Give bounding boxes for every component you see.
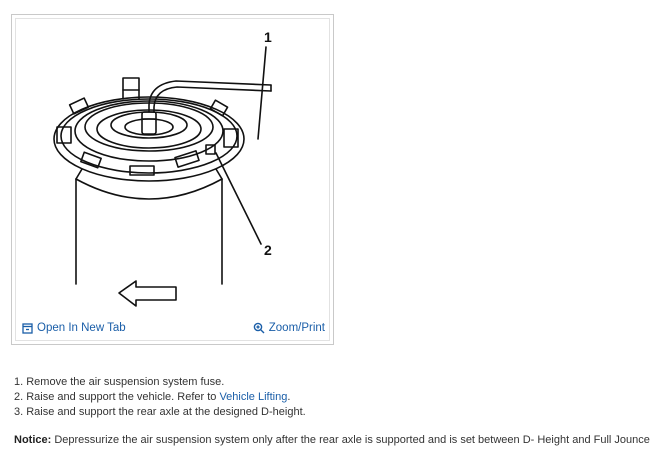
callout-1: 1 bbox=[264, 29, 272, 45]
zoom-print-button[interactable]: Zoom/Print bbox=[253, 322, 325, 334]
zoom-print-label: Zoom/Print bbox=[268, 322, 325, 334]
figure-inner: 1 2 Open In New Tab Zoom/Print bbox=[15, 18, 330, 341]
step-item: 3. Raise and support the rear axle at th… bbox=[14, 405, 306, 420]
step-text: 3. Raise and support the rear axle at th… bbox=[14, 406, 306, 418]
air-spring-diagram: 1 2 bbox=[53, 29, 272, 307]
open-in-new-tab-label: Open In New Tab bbox=[37, 322, 126, 334]
step-text: 2. Raise and support the vehicle. Refer … bbox=[14, 391, 220, 403]
figure-frame: 1 2 Open In New Tab Zoom/Print bbox=[11, 14, 334, 345]
notice-label: Notice: bbox=[14, 434, 52, 446]
step-item: 1. Remove the air suspension system fuse… bbox=[14, 375, 306, 390]
magnifier-icon bbox=[253, 322, 265, 334]
open-in-new-tab-button[interactable]: Open In New Tab bbox=[22, 322, 126, 334]
open-in-new-tab-icon bbox=[22, 322, 33, 334]
callout-2: 2 bbox=[264, 242, 272, 258]
notice-text: Depressurize the air suspension system o… bbox=[51, 434, 650, 446]
figure-toolbar: Open In New Tab Zoom/Print bbox=[16, 316, 329, 340]
notice: Notice: Depressurize the air suspension … bbox=[14, 434, 650, 446]
step-text: 1. Remove the air suspension system fuse… bbox=[14, 376, 225, 388]
step-item: 2. Raise and support the vehicle. Refer … bbox=[14, 390, 306, 405]
vehicle-lifting-link[interactable]: Vehicle Lifting bbox=[219, 391, 288, 403]
step-suffix: . bbox=[287, 391, 291, 403]
procedure-steps: 1. Remove the air suspension system fuse… bbox=[14, 375, 306, 420]
